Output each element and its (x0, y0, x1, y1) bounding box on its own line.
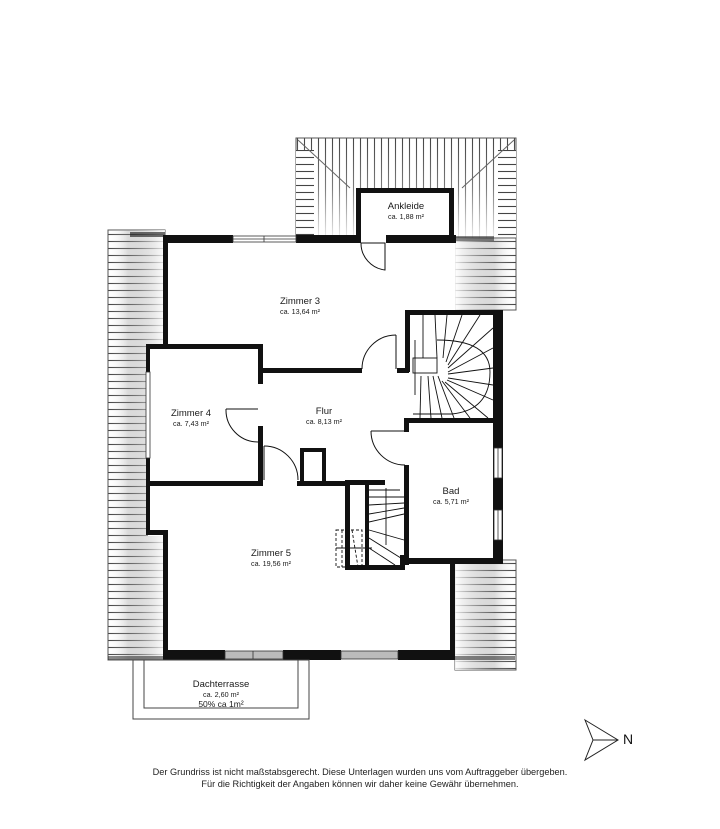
room-area: ca. 7,43 m² (173, 419, 209, 428)
walls (108, 188, 515, 660)
staircase-lower (335, 488, 405, 568)
windows (145, 235, 503, 660)
room-area: ca. 13,64 m² (280, 307, 320, 316)
room-area: ca. 2,60 m² (203, 690, 239, 699)
room-name: Dachterrasse (192, 679, 250, 690)
room-area-note: 50% ca 1m² (198, 699, 244, 709)
staircase-upper (412, 314, 494, 419)
room-area: ca. 8,13 m² (306, 417, 342, 426)
room-label-dachterrasse: Dachterrasse ca. 2,60 m² 50% ca 1m² (193, 679, 250, 709)
room-label-bad: Bad ca. 5,71 m² (433, 486, 469, 506)
room-label-flur: Flur ca. 8,13 m² (306, 406, 342, 426)
disclaimer-line-1: Der Grundriss ist nicht maßstabsgerecht.… (152, 767, 568, 777)
room-label-ankleide: Ankleide ca. 1,88 m² (388, 201, 424, 221)
door-swings (225, 242, 406, 481)
room-name: Ankleide (387, 201, 425, 212)
room-name: Zimmer 3 (279, 296, 321, 307)
room-name: Bad (442, 486, 460, 497)
disclaimer-line-2: Für die Richtigkeit der Angaben können w… (201, 778, 519, 789)
room-name: Flur (315, 406, 333, 417)
room-name: Zimmer 4 (170, 408, 212, 419)
room-name: Zimmer 5 (250, 548, 292, 559)
room-label-zimmer4: Zimmer 4 ca. 7,43 m² (171, 408, 211, 428)
room-label-zimmer3: Zimmer 3 ca. 13,64 m² (280, 296, 320, 316)
north-arrow-icon (583, 718, 619, 762)
roof-terrace-outline (132, 659, 310, 720)
north-label: N (623, 731, 634, 747)
room-label-zimmer5: Zimmer 5 ca. 19,56 m² (251, 548, 291, 568)
room-area: ca. 19,56 m² (251, 559, 291, 568)
room-area: ca. 1,88 m² (388, 212, 424, 221)
room-area: ca. 5,71 m² (433, 497, 469, 506)
disclaimer: Der Grundriss ist nicht maßstabsgerecht.… (0, 767, 720, 790)
